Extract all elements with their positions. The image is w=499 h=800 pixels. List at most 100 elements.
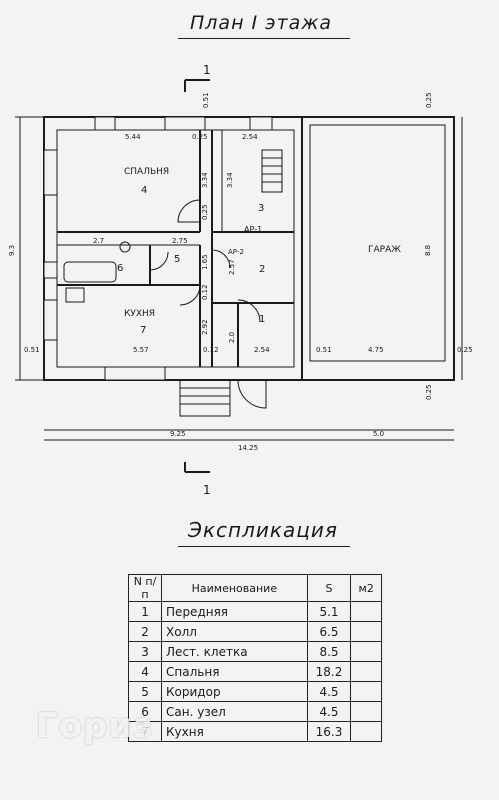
row-unit [350,721,382,742]
table-row: 2 Холл 6.5 [127,621,382,642]
window [43,299,58,341]
room-number: 1 [259,314,265,325]
table-row: 3 Лест. клетка 8.5 [127,641,382,662]
room-number: 5 [174,254,180,265]
door-swing [211,249,231,269]
explication-title: Экспликация [188,518,338,542]
row-unit [350,701,382,722]
dimension-label: 0.12 [201,284,209,300]
floor-plan: СПАЛЬНЯ 4 КУХНЯ 7 ГАРАЖ 1 2 3 5 6 АР-1 А… [8,63,473,497]
dimension-label: 0.51 [202,92,210,108]
row-name: Коридор [161,681,308,702]
door-swing [179,284,201,306]
plan-title: План I этажа [190,12,333,34]
dimension-label: 1.65 [201,254,209,270]
dimension-label: 0.25 [192,133,208,141]
house-outer-wall [43,116,303,381]
window [43,261,58,279]
door-swing [149,251,169,271]
section-mark: 1 [203,483,211,497]
row-name: Передняя [161,601,308,622]
door-swing [177,199,201,223]
dimension-label: 5.44 [125,133,141,141]
watermark-logo: Гориз [36,706,154,746]
row-name: Лест. клетка [161,641,308,662]
dimension-label: 2.54 [254,346,270,354]
dimension-label: 2.7 [93,237,104,245]
row-unit [350,601,382,622]
room-number: 7 [140,325,146,336]
table-row: 7 Кухня 16.3 [127,721,382,742]
dimension-label: 5.57 [133,346,149,354]
row-name: Спальня [161,661,308,682]
table-row: 6 Сан. узел 4.5 [127,701,382,722]
table-row: 4 Спальня 18.2 [127,661,382,682]
dimension-label: 9.3 [8,245,16,256]
row-number: 7 [127,721,163,742]
dimension-label: 2.57 [228,259,236,275]
dimension-label: 2.54 [242,133,258,141]
row-area: 6.5 [306,621,352,642]
dimension-label: 3.34 [226,172,234,188]
row-area: 4.5 [306,681,352,702]
entrance-door [237,379,267,409]
row-number: 5 [127,681,163,702]
room-number: 2 [259,264,265,275]
window [94,116,116,131]
room-number: 4 [141,185,147,196]
dimension-label: 5.0 [373,430,384,438]
window [104,366,166,381]
dimension-label: 2.75 [172,237,188,245]
window [43,149,58,196]
table-header-row: N п/п Наименование S м2 [127,574,382,602]
dimension-label: 3.34 [201,172,209,188]
row-number: 3 [127,641,163,662]
header-number: N п/п [127,574,163,602]
header-name: Наименование [161,574,308,602]
room-name: ГАРАЖ [368,245,401,255]
explication-table: N п/п Наименование S м2 1 Передняя 5.1 2… [127,574,382,742]
row-name: Кухня [161,721,308,742]
table-row: 5 Коридор 4.5 [127,681,382,702]
dimension-label: 9.25 [170,430,186,438]
garage-inner-wall [309,124,446,362]
row-number: 2 [127,621,163,642]
table-row: 1 Передняя 5.1 [127,601,382,622]
row-name: Сан. узел [161,701,308,722]
row-area: 16.3 [306,721,352,742]
row-area: 4.5 [306,701,352,722]
dimension-label: 0.25 [201,204,209,220]
stove [65,287,85,303]
row-number: 4 [127,661,163,682]
ar-label: АР-1 [244,225,262,234]
bathtub [63,261,117,283]
dimension-label: 0.51 [24,346,40,354]
dimension-label: 0.12 [203,346,219,354]
dimension-label: 0.25 [425,384,433,400]
row-number: 1 [127,601,163,622]
dimension-label: 8.8 [424,245,432,256]
window [249,116,273,131]
house-inner-wall [56,129,295,368]
row-unit [350,681,382,702]
section-mark: 1 [203,63,211,77]
row-area: 8.5 [306,641,352,662]
header-area: S [306,574,352,602]
room-number: 6 [117,263,123,274]
window [164,116,206,131]
dimension-label: 0.25 [425,92,433,108]
room-name: СПАЛЬНЯ [124,167,169,177]
row-area: 5.1 [306,601,352,622]
row-name: Холл [161,621,308,642]
toilet [119,241,131,253]
door-swing [237,299,261,323]
plan-title-underline [178,38,350,39]
dimension-label: 0.25 [457,346,473,354]
dimension-label: 2.92 [201,319,209,335]
room-number: 3 [258,203,264,214]
row-unit [350,641,382,662]
header-unit: м2 [350,574,382,602]
explication-title-underline [178,546,350,547]
entrance-stair [179,379,231,417]
dimension-label: 2.0 [228,332,236,343]
